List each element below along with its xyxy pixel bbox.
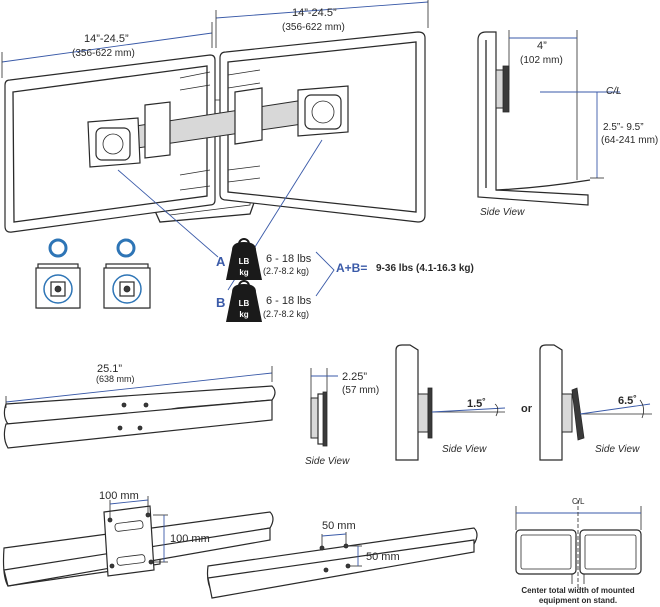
weight-a-letter: A — [216, 254, 226, 269]
tilt-view-b — [539, 344, 652, 461]
side-view-top-drawing — [477, 30, 620, 206]
weight-icon-lb: LB — [239, 257, 250, 266]
crossbar-drawing — [3, 366, 276, 449]
left-width-label: 14”-24.5” — [84, 33, 129, 45]
center-note-line1: Center total width of mounted — [521, 586, 634, 595]
weight-b-range-kg: (2.7-8.2 kg) — [263, 309, 309, 319]
vesa-50-drawing — [206, 527, 478, 599]
right-width-label: 14”-24.5” — [292, 7, 337, 19]
center-note-line2: equipment on stand. — [539, 596, 617, 605]
tilt-or-label: or — [521, 403, 533, 415]
bracket-depth-mm-label: (57 mm) — [342, 385, 379, 396]
left-width-mm-label: (356-622 mm) — [72, 48, 135, 59]
dual-monitor-rear-view — [4, 31, 426, 233]
bracket-depth-label: 2.25” — [342, 371, 367, 383]
tilt-a-caption: Side View — [442, 444, 487, 455]
weight-icon-kg: kg — [239, 268, 248, 277]
side-depth-label: 4” — [537, 40, 547, 52]
vesa-50-height-label: 50 mm — [366, 551, 400, 563]
weight-b-icon: LB kg — [226, 280, 262, 322]
tilt-view-a — [395, 344, 506, 461]
weight-a-range: 6 - 18 lbs — [266, 253, 312, 265]
rotation-icon-left — [35, 238, 81, 309]
weight-a-icon: LB kg — [226, 238, 262, 280]
side-height-label: 2.5”- 9.5” — [603, 122, 644, 133]
tilt-b-caption: Side View — [595, 444, 640, 455]
rotation-icon-right — [103, 238, 151, 309]
sum-bracket — [315, 251, 335, 297]
bar-length-mm-label: (638 mm) — [96, 374, 135, 384]
bracket-side-drawing — [310, 368, 338, 447]
side-height-mm-label: (64-241 mm) — [601, 135, 658, 146]
side-depth-mm-label: (102 mm) — [520, 55, 563, 66]
rotate-icon — [48, 238, 68, 258]
center-diagram-drawing — [515, 500, 642, 590]
side-centerline-label: C/L — [606, 86, 622, 97]
bar-length-label: 25.1” — [97, 363, 122, 375]
sum-label: A+B= — [336, 261, 367, 275]
weight-icon-lb: LB — [239, 299, 250, 308]
side-view-caption-top: Side View — [480, 207, 525, 218]
bracket-side-caption: Side View — [305, 456, 350, 467]
weight-b-range: 6 - 18 lbs — [266, 295, 312, 307]
vesa-100-drawing — [2, 496, 274, 587]
weight-icon-kg: kg — [239, 310, 248, 319]
vesa-100-width-label: 100 mm — [99, 490, 139, 502]
weight-b-letter: B — [216, 295, 225, 310]
sum-value: 9-36 lbs (4.1-16.3 kg) — [376, 263, 474, 274]
tilt-a-value: 1.5˚ — [467, 398, 486, 410]
tilt-b-value: 6.5˚ — [618, 395, 637, 407]
rotate-icon — [116, 238, 136, 258]
vesa-100-height-label: 100 mm — [170, 533, 210, 545]
center-centerline-label: C/L — [572, 497, 585, 506]
weight-a-range-kg: (2.7-8.2 kg) — [263, 266, 309, 276]
vesa-50-width-label: 50 mm — [322, 520, 356, 532]
right-width-mm-label: (356-622 mm) — [282, 22, 345, 33]
width-dimensions — [1, 0, 429, 78]
